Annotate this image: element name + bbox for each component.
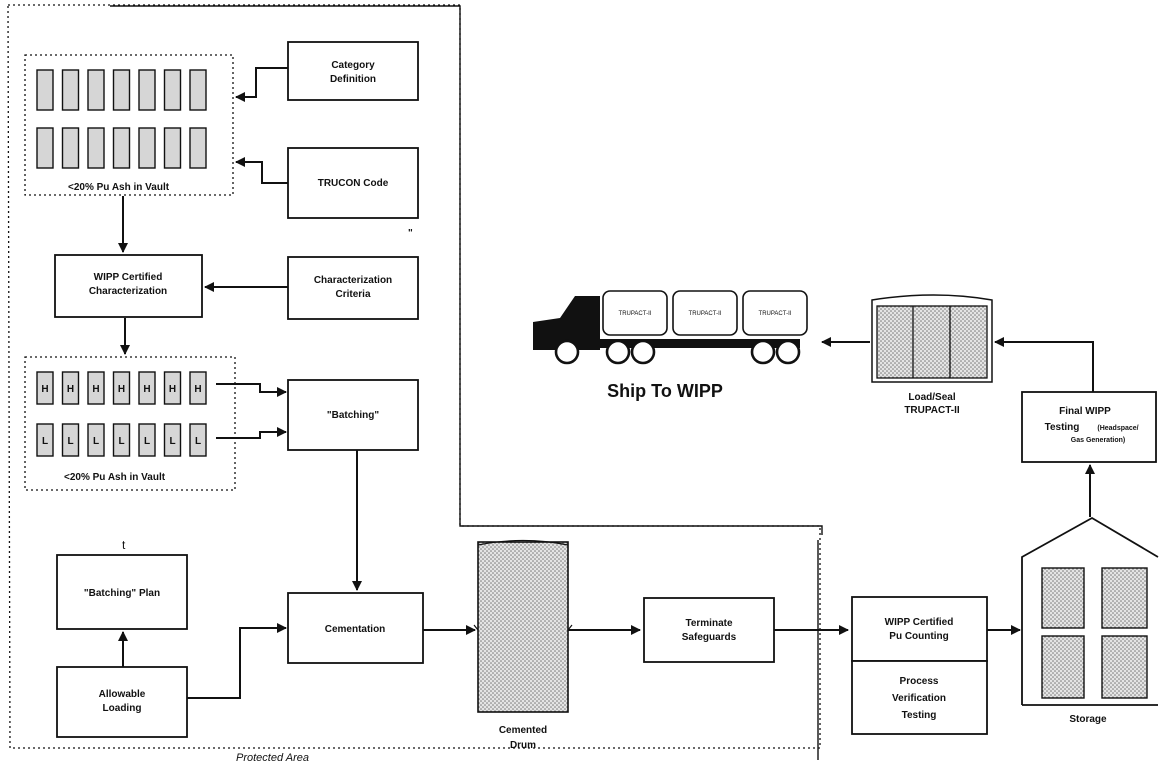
pu-counting-box: WIPP Certified Pu Counting [852,597,987,661]
lower-vault: H L H L H L H L H L H L H L <20% Pu Ash in Vault [25,357,235,490]
lower-vault-label: <20% Pu Ash in Vault [64,472,166,483]
batching-box: "Batching" [288,380,418,450]
vault-container [63,128,79,168]
final-testing-line2: Testing [1045,422,1080,433]
pu-counting-line1: WIPP Certified [885,617,954,628]
terminate-line1: Terminate [685,618,732,629]
batching-plan-box: "Batching" Plan [57,555,187,629]
allowable-loading-line1: Allowable [99,689,146,700]
verification-line1: Process [900,676,939,687]
cementation-label: Cementation [325,624,386,635]
final-testing-line1: Final WIPP [1059,406,1111,417]
vault-container [165,70,181,110]
terminate-safeguards-box: Terminate Safeguards [644,598,774,662]
allowable-loading-line2: Loading [103,703,142,714]
vault-container [88,128,104,168]
vault-container [37,128,53,168]
category-definition-box: Category Definition [288,42,418,100]
stray-t-mark: t [122,538,126,552]
storage-building-icon [1022,518,1158,705]
low-vault-container-marker: L [42,436,48,447]
upper-vault: <20% Pu Ash in Vault [25,55,233,195]
cementation-box: Cementation [288,593,423,663]
low-vault-container-marker: L [93,436,99,447]
allowable-loading-box: Allowable Loading [57,667,187,737]
vault-container [63,70,79,110]
trucon-code-box: TRUCON Code [288,148,418,218]
wipp-characterization-line2: Characterization [89,286,167,297]
truck-package-3-text: TRUPACT-II [759,311,792,317]
truck-package-1-text: TRUPACT-II [619,311,652,317]
high-vault-container-marker: H [92,384,99,395]
high-vault-container-marker: H [41,384,48,395]
low-vault-container-marker: L [67,436,73,447]
characterization-criteria-box: Characterization Criteria [288,257,418,319]
vault-container [190,128,206,168]
batching-plan-label: "Batching" Plan [84,588,160,599]
truck-icon: TRUPACT-II TRUPACT-II TRUPACT-II [533,291,807,363]
vault-container [190,70,206,110]
low-vault-container-marker: L [169,436,175,447]
trupact-container-icon [872,295,992,382]
vault-container [114,70,130,110]
stray-mark: " [408,228,413,239]
storage-label: Storage [1069,714,1107,725]
high-vault-container-marker: H [67,384,74,395]
low-vault-container-marker: L [118,436,124,447]
vault-container [139,128,155,168]
low-vault-container-marker: L [144,436,150,447]
category-definition-line2: Definition [330,74,376,85]
final-testing-line3: (Headspace/ [1097,425,1138,432]
criteria-line2: Criteria [335,289,370,300]
high-vault-container-marker: H [194,384,201,395]
upper-vault-label: <20% Pu Ash in Vault [68,182,170,193]
terminate-line2: Safeguards [682,632,737,643]
vault-container [37,70,53,110]
trucon-code-label: TRUCON Code [318,178,389,189]
criteria-line1: Characterization [314,275,392,286]
protected-area-label: Protected Area [236,752,309,764]
final-wipp-testing-box: Final WIPP Testing (Headspace/ Gas Gener… [1022,392,1156,462]
category-definition-line1: Category [331,60,375,71]
final-testing-line4: Gas Generation) [1071,437,1125,444]
load-seal-line1: Load/Seal [908,392,955,403]
cemented-drum-icon [474,541,572,713]
verification-line2: Verification [892,693,946,704]
vault-container [165,128,181,168]
vault-container [139,70,155,110]
low-vault-container-marker: L [195,436,201,447]
load-seal-line2: TRUPACT-II [904,405,960,416]
truck-package-2-text: TRUPACT-II [689,311,722,317]
high-vault-container-marker: H [118,384,125,395]
batching-label: "Batching" [327,410,380,421]
upper-vault-containers [37,70,206,168]
lower-vault-containers: H L H L H L H L H L H L H L [37,372,206,456]
wipp-certified-characterization-box: WIPP Certified Characterization [55,255,202,317]
verification-line3: Testing [902,710,937,721]
pu-counting-line2: Pu Counting [889,631,948,642]
process-verification-testing-box: Process Verification Testing [852,661,987,734]
wipp-characterization-line1: WIPP Certified [94,272,163,283]
high-vault-container-marker: H [143,384,150,395]
vault-container [114,128,130,168]
high-vault-container-marker: H [169,384,176,395]
vault-container [88,70,104,110]
cemented-drum-line2: Drum [510,740,536,751]
cemented-drum-line1: Cemented [499,725,547,736]
ship-to-wipp-label: Ship To WIPP [607,381,723,401]
